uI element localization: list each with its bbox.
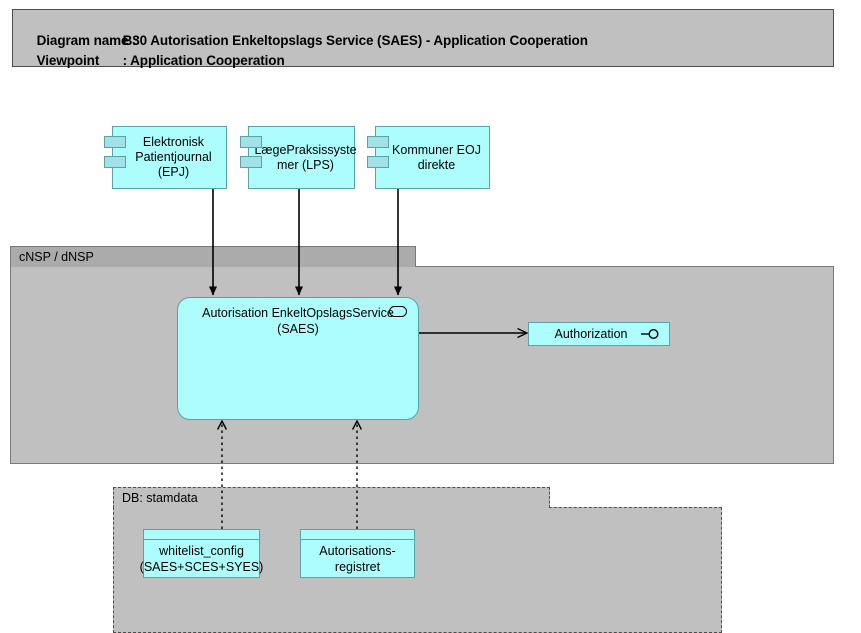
component-icon [104,136,126,148]
component-label: LægePraksissyste mer (LPS) [254,142,357,172]
data-object-icon [144,530,259,540]
group-cnsp-dnsp-label: cNSP / dNSP [19,250,94,264]
viewpoint-label: Viewpoint [36,53,100,68]
group-cnsp-dnsp-body [10,266,834,464]
data-object-icon [301,530,414,540]
data-object-label: whitelist_config (SAES+SCES+SYES) [139,543,264,574]
diagram-name-value: B30 Autorisation Enkeltopslags Service (… [122,33,588,48]
group-cnsp-dnsp[interactable]: cNSP / dNSP [10,246,834,464]
provided-interface-lollipop-icon [641,328,661,340]
group-db-stamdata-label: DB: stamdata [122,491,198,505]
component-kommuner-eoj-direkte[interactable]: Kommuner EOJ direkte [367,126,490,189]
component-elektronisk-patientjournal[interactable]: Elektronisk Patientjournal (EPJ) [104,126,227,189]
viewpoint-value: Application Cooperation [130,53,285,68]
data-object-autorisationsregistret[interactable]: Autorisations- registret [300,529,415,578]
application-service-label: Autorisation EnkeltOpslagsService (SAES) [202,306,394,336]
component-icon [367,136,389,148]
component-label: Kommuner EOJ direkte [392,142,481,172]
diagram-title-block: Diagram name :B30 Autorisation Enkeltops… [12,9,834,68]
component-laegepraksissystemer[interactable]: LægePraksissyste mer (LPS) [240,126,357,189]
diagram-name-row: Diagram name :B30 Autorisation Enkeltops… [22,18,588,63]
component-icon [240,136,262,148]
component-icon [367,156,389,168]
viewpoint-separator: : [122,53,131,68]
data-object-label: Autorisations- registret [319,543,396,574]
application-interface-label: Authorization [554,326,628,341]
application-service-saes[interactable]: Autorisation EnkeltOpslagsService (SAES) [177,297,419,420]
data-object-whitelist-config[interactable]: whitelist_config (SAES+SCES+SYES) [140,529,263,578]
application-interface-authorization[interactable]: Authorization [528,322,670,346]
component-icon [240,156,262,168]
viewpoint-row: Viewpoint: Application Cooperation [22,38,285,83]
component-label: Elektronisk Patientjournal (EPJ) [135,135,212,179]
application-service-icon [389,306,407,317]
component-icon [104,156,126,168]
